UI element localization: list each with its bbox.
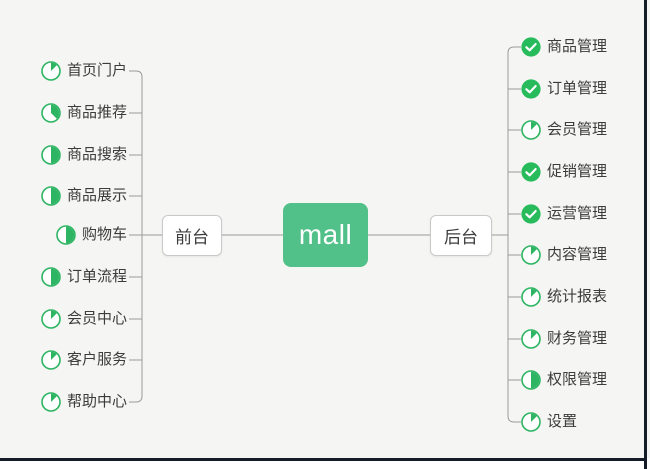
branch-node-backend[interactable]: 后台: [430, 215, 492, 256]
topic-label: 商品管理: [547, 38, 608, 55]
task-progress-icon: [41, 186, 61, 206]
task-done-icon: [521, 204, 541, 224]
topic-label: 设置: [547, 413, 578, 430]
topic-label: 会员管理: [547, 121, 608, 138]
topic-item-backend-1[interactable]: 订单管理: [521, 78, 607, 100]
topic-label: 内容管理: [547, 246, 608, 263]
topic-label: 订单流程: [66, 268, 127, 285]
task-progress-icon: [41, 145, 61, 165]
task-progress-icon: [521, 287, 541, 307]
task-progress-icon: [41, 392, 61, 412]
topic-label: 商品推荐: [66, 104, 127, 121]
topic-item-frontend-5[interactable]: 订单流程: [41, 266, 127, 288]
task-done-icon: [521, 79, 541, 99]
topic-label: 商品展示: [66, 187, 127, 204]
topic-item-backend-0[interactable]: 商品管理: [521, 36, 607, 58]
topic-item-backend-8[interactable]: 权限管理: [521, 369, 607, 391]
topic-item-frontend-3[interactable]: 商品展示: [41, 185, 127, 207]
task-progress-icon: [41, 103, 61, 123]
topic-label: 财务管理: [547, 330, 608, 347]
task-progress-icon: [521, 412, 541, 432]
topic-item-backend-7[interactable]: 财务管理: [521, 328, 607, 350]
task-progress-icon: [41, 61, 61, 81]
topic-item-frontend-8[interactable]: 帮助中心: [41, 391, 127, 413]
topic-item-backend-9[interactable]: 设置: [521, 411, 577, 433]
root-node-mall[interactable]: mall: [283, 203, 368, 267]
topic-label: 商品搜索: [66, 146, 127, 163]
page-edge-right: [644, 0, 647, 469]
task-progress-icon: [56, 225, 76, 245]
topic-label: 促销管理: [547, 163, 608, 180]
topic-item-backend-6[interactable]: 统计报表: [521, 286, 607, 308]
topic-label: 帮助中心: [66, 393, 127, 410]
topic-item-backend-4[interactable]: 运营管理: [521, 203, 607, 225]
topic-item-frontend-1[interactable]: 商品推荐: [41, 102, 127, 124]
task-progress-icon: [521, 370, 541, 390]
topic-label: 会员中心: [66, 310, 127, 327]
task-progress-icon: [41, 309, 61, 329]
task-progress-icon: [521, 245, 541, 265]
topic-item-backend-2[interactable]: 会员管理: [521, 119, 607, 141]
topic-label: 首页门户: [66, 62, 127, 79]
topic-label: 统计报表: [547, 288, 608, 305]
task-progress-icon: [521, 329, 541, 349]
topic-item-frontend-7[interactable]: 客户服务: [41, 349, 127, 371]
branch-node-frontend[interactable]: 前台: [162, 215, 222, 256]
topic-label: 购物车: [81, 226, 127, 243]
topic-label: 订单管理: [547, 80, 608, 97]
task-done-icon: [521, 37, 541, 57]
task-progress-icon: [41, 267, 61, 287]
topic-label: 权限管理: [547, 371, 608, 388]
mindmap-canvas: mall 前台 后台 首页门户商品推荐商品搜索商品展示购物车订单流程会员中心客户…: [0, 0, 650, 458]
topic-item-backend-3[interactable]: 促销管理: [521, 161, 607, 183]
page-edge-bottom: [0, 458, 646, 461]
task-done-icon: [521, 162, 541, 182]
task-progress-icon: [521, 120, 541, 140]
topic-label: 客户服务: [66, 351, 127, 368]
topic-item-frontend-2[interactable]: 商品搜索: [41, 144, 127, 166]
topic-item-backend-5[interactable]: 内容管理: [521, 244, 607, 266]
topic-label: 运营管理: [547, 205, 608, 222]
topic-item-frontend-6[interactable]: 会员中心: [41, 308, 127, 330]
topic-item-frontend-4[interactable]: 购物车: [56, 224, 127, 246]
topic-item-frontend-0[interactable]: 首页门户: [41, 60, 127, 82]
task-progress-icon: [41, 350, 61, 370]
